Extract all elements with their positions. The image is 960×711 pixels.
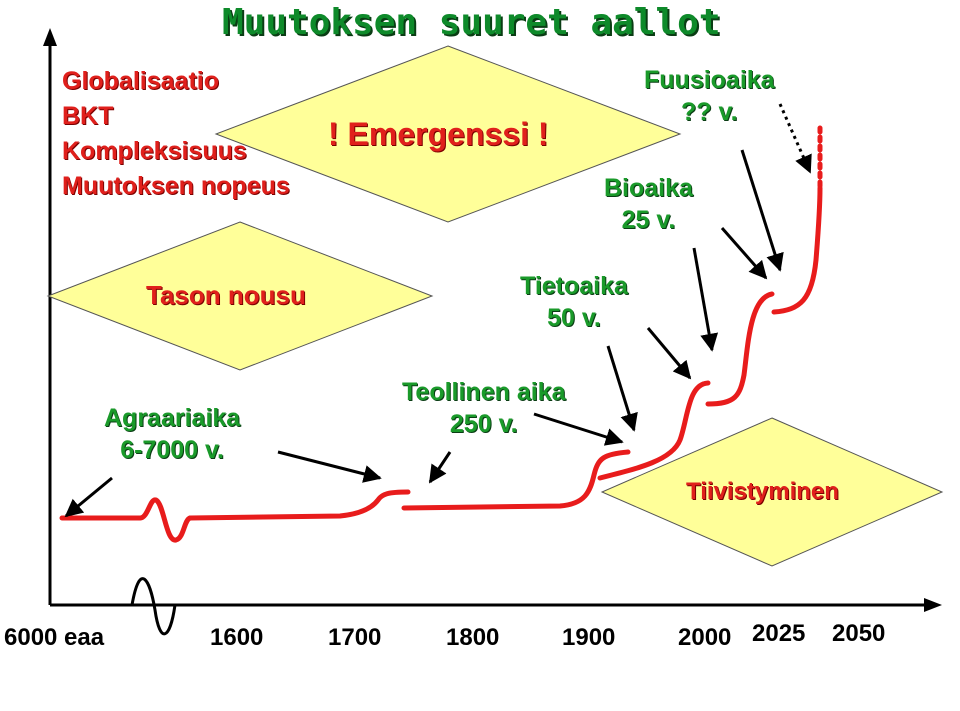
curve-agrarian-to-industrial	[187, 489, 411, 521]
indicator-globalisaatio: Globalisaatio	[62, 67, 219, 95]
x-tick-2000: 2000	[678, 624, 732, 651]
era-name: Fuusioaika	[644, 66, 775, 94]
era-name: Teollinen aika	[402, 378, 566, 406]
curve-information	[597, 380, 711, 481]
growth-curve	[59, 125, 823, 543]
x-tick-1900: 1900	[562, 624, 616, 651]
arrow-information-1	[606, 345, 638, 432]
indicator-bkt: BKT	[62, 102, 114, 130]
tason-nousu-diamond	[46, 221, 434, 371]
y-axis	[43, 28, 57, 605]
emergenssi-diamond	[214, 45, 682, 223]
x-tick-1800: 1800	[446, 624, 500, 651]
arrow-fusion	[740, 149, 784, 272]
tiivistyminen-diamond	[600, 417, 944, 567]
x-tick-1700: 1700	[328, 624, 382, 651]
arrow-bio-2	[720, 227, 768, 280]
arrow-information-2	[646, 327, 692, 380]
arrow-fusion-dotted	[778, 103, 812, 174]
x-tick-2025: 2025	[752, 620, 806, 647]
x-tick-1600: 1600	[210, 624, 264, 651]
era-duration: 6-7000 v.	[120, 436, 224, 464]
x-tick-2050: 2050	[832, 620, 886, 647]
era-agraariaika: Agraariaika 6-7000 v.	[104, 402, 240, 466]
indicator-muutoksen-nopeus: Muutoksen nopeus	[62, 172, 290, 200]
arrows	[64, 103, 812, 518]
curve-bio	[705, 291, 775, 407]
tiivistyminen-label: Tiivistyminen	[686, 478, 839, 505]
curve-industrial	[401, 449, 631, 511]
era-duration: 50 v.	[547, 304, 601, 332]
indicator-kompleksisuus: Kompleksisuus	[62, 137, 247, 165]
arrow-to-1900-step	[533, 412, 624, 446]
arrow-industrial	[428, 451, 452, 484]
era-name: Agraariaika	[104, 404, 241, 432]
era-duration: ?? v.	[681, 98, 738, 126]
era-fuusioaika: Fuusioaika ?? v.	[644, 64, 775, 128]
x-axis	[50, 598, 942, 612]
arrow-bio-1	[692, 247, 719, 352]
page-title: Muutoksen suuret aallot	[222, 2, 721, 43]
x-tick-6000-eaa: 6000 eaa	[4, 624, 105, 651]
curve-agrarian-dip	[137, 497, 193, 543]
era-name: Bioaika	[604, 174, 693, 202]
era-tietoaika: Tietoaika 50 v.	[520, 270, 628, 334]
era-duration: 250 v.	[449, 410, 518, 438]
arrow-to-1700-step	[277, 450, 382, 483]
era-duration: 25 v.	[621, 206, 676, 234]
curve-fusion	[771, 185, 823, 315]
indicator-list: Globalisaatio BKT Kompleksisuus Muutokse…	[62, 64, 290, 204]
axis-break-mark	[130, 577, 177, 636]
emergenssi-label: ! Emergenssi !	[328, 116, 549, 152]
era-bioaika: Bioaika 25 v.	[604, 172, 693, 236]
arrow-agrarian	[64, 476, 113, 518]
era-teollinen-aika: Teollinen aika 250 v.	[402, 376, 565, 440]
era-name: Tietoaika	[520, 272, 628, 300]
tason-nousu-label: Tason nousu	[146, 280, 306, 310]
